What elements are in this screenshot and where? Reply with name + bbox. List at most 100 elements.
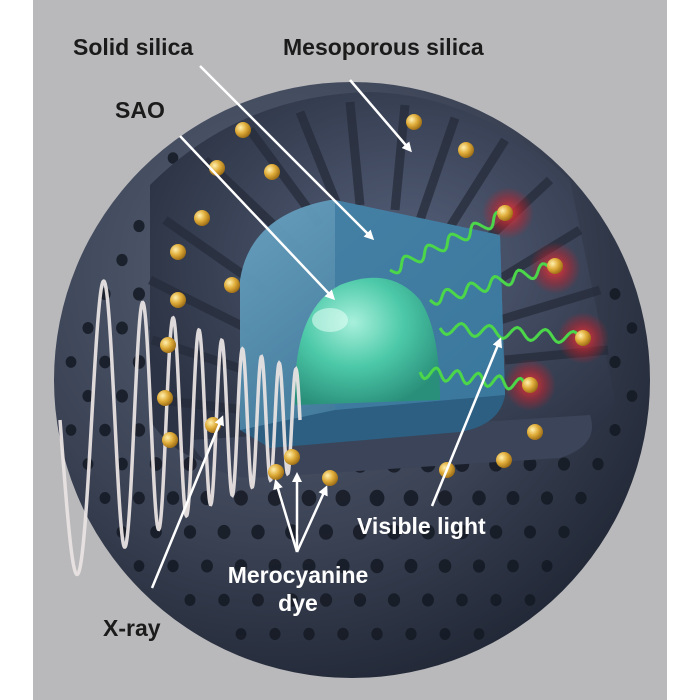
pore: [201, 559, 213, 573]
pore: [183, 525, 197, 539]
pore: [99, 492, 111, 504]
pore: [65, 356, 77, 368]
pore: [116, 321, 128, 335]
pore: [116, 253, 128, 267]
pore: [99, 423, 111, 437]
pore: [132, 287, 146, 301]
dye-particle: [522, 377, 538, 393]
pore: [370, 558, 384, 574]
arrow-solid-silica: [199, 65, 375, 241]
light-wave: [429, 262, 551, 306]
dye-particle: [170, 244, 186, 260]
pore: [456, 593, 468, 607]
annotation-arrows: [150, 65, 502, 589]
light-wave: [418, 366, 527, 391]
arrow-visible-light: [430, 337, 502, 507]
pore: [506, 490, 520, 506]
pore: [337, 627, 349, 641]
pore: [626, 322, 638, 334]
pore: [133, 219, 145, 233]
pore: [558, 525, 570, 539]
pore: [387, 593, 401, 607]
pore: [301, 489, 317, 507]
pore: [303, 627, 315, 641]
xray-path: [58, 279, 302, 577]
pore: [352, 524, 368, 540]
pore: [115, 389, 129, 403]
dye-particle: [547, 258, 563, 274]
dye-particle: [264, 164, 280, 180]
label-mesoporous-silica: Mesoporous silica: [283, 34, 484, 60]
pore: [473, 628, 485, 640]
pore: [437, 490, 453, 506]
pore: [285, 593, 299, 607]
sao-core: [294, 277, 440, 405]
pore: [99, 355, 111, 369]
dye-particle: [235, 122, 251, 138]
pore: [609, 423, 621, 437]
pore: [472, 559, 486, 573]
pore: [167, 152, 179, 164]
xray-wave: [58, 279, 302, 577]
merocyanine-dye-particles: [157, 114, 591, 486]
label-dye: dye: [278, 590, 318, 616]
pore: [524, 525, 536, 539]
dye-particle: [406, 114, 422, 130]
pore: [269, 627, 281, 641]
label-merocyanine: Merocyanine: [228, 562, 369, 588]
light-wave: [438, 321, 582, 345]
pore: [166, 491, 180, 505]
pore: [472, 490, 486, 506]
pore: [403, 489, 419, 507]
dye-particle: [497, 205, 513, 221]
pore: [369, 489, 385, 507]
pore: [234, 559, 248, 573]
pore: [575, 491, 587, 505]
pore: [609, 355, 621, 369]
arrow-dye-1: [273, 479, 299, 553]
label-sao: SAO: [115, 97, 165, 123]
label-visible-light: Visible light: [357, 513, 486, 539]
pore: [353, 593, 367, 607]
pore: [405, 627, 417, 641]
label-xray: X-ray: [103, 615, 161, 641]
pore: [133, 560, 145, 572]
pore: [318, 524, 334, 540]
pore: [541, 559, 553, 573]
arrow-xray: [150, 415, 224, 589]
dye-particle: [160, 337, 176, 353]
pore: [268, 558, 282, 574]
pore: [251, 524, 265, 540]
pore: [133, 491, 145, 505]
pore: [82, 389, 94, 403]
pore: [626, 390, 638, 402]
pore: [252, 593, 264, 607]
arrow-dye-3: [295, 485, 328, 553]
pore: [319, 593, 333, 607]
pore: [65, 424, 77, 436]
pore: [404, 558, 418, 574]
dye-particle: [496, 452, 512, 468]
pore: [489, 525, 503, 539]
pore: [540, 491, 554, 505]
dye-particle: [268, 464, 284, 480]
pore: [387, 524, 401, 540]
label-solid-silica: Solid silica: [73, 34, 193, 60]
dye-particle: [284, 449, 300, 465]
pore: [132, 423, 146, 437]
pore: [335, 489, 351, 507]
pore: [235, 628, 247, 640]
dye-particle: [458, 142, 474, 158]
pore: [524, 594, 536, 606]
pore: [82, 321, 94, 335]
light-wave: [389, 210, 506, 275]
dye-particle: [224, 277, 240, 293]
pore: [184, 594, 196, 606]
pore: [455, 524, 469, 540]
pore: [167, 559, 179, 573]
arrow-sao: [179, 135, 336, 301]
pore: [302, 558, 316, 574]
pore: [421, 524, 435, 540]
pore: [592, 457, 604, 471]
